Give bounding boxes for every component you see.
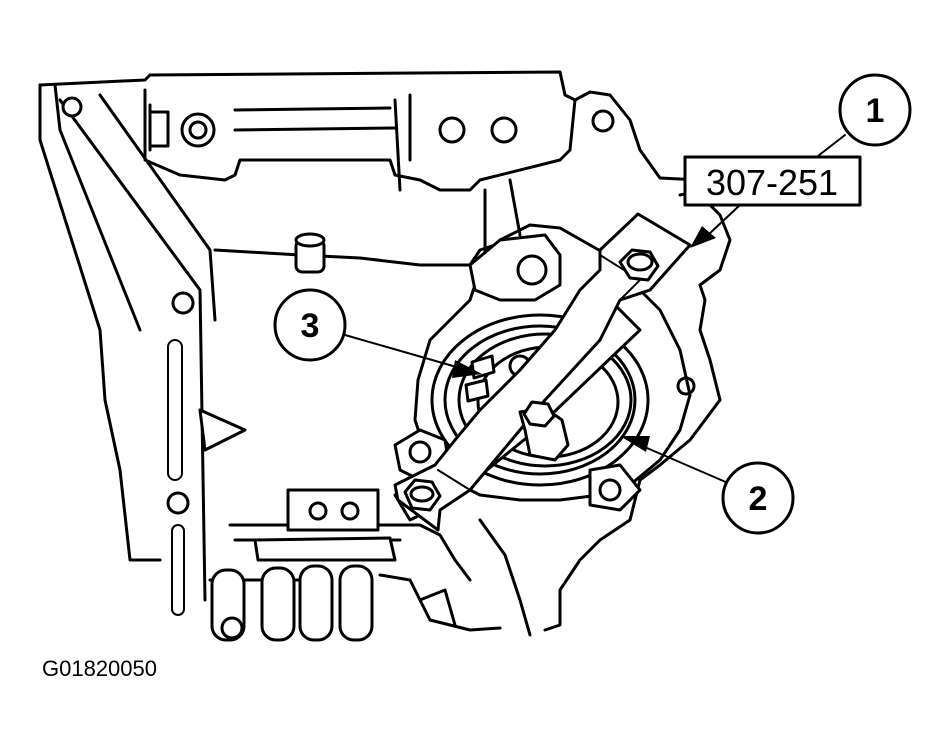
wedge bbox=[198, 408, 247, 452]
bolt-hole bbox=[591, 109, 615, 133]
bolt-hole bbox=[340, 501, 360, 521]
roller bbox=[338, 564, 374, 642]
bolt-hole bbox=[408, 440, 432, 464]
special-tool-bar bbox=[393, 212, 692, 532]
callout-1: 1 bbox=[799, 73, 912, 171]
tool-bolt-center bbox=[518, 400, 570, 462]
bolt-hole bbox=[61, 96, 83, 118]
bolt-hole bbox=[308, 501, 328, 521]
guide-block bbox=[286, 488, 380, 532]
callout-label-3: 3 bbox=[301, 307, 320, 345]
stud-top bbox=[294, 232, 326, 248]
seal-lip bbox=[443, 324, 637, 476]
key-slot bbox=[464, 378, 490, 403]
chain-guide bbox=[253, 536, 397, 562]
callout-3: 3 bbox=[273, 288, 482, 378]
engine-block bbox=[38, 70, 732, 642]
arrow-head-3 bbox=[452, 360, 482, 378]
bracket-tab bbox=[148, 110, 170, 148]
bolt-hole bbox=[438, 116, 466, 144]
bolt-hole bbox=[516, 254, 548, 286]
tool-number-box: 307-251 bbox=[683, 155, 862, 248]
seal-outer-ring bbox=[430, 313, 650, 487]
tool-number-label: 307-251 bbox=[706, 162, 838, 203]
roller bbox=[260, 566, 296, 642]
figure-code: G01820050 bbox=[42, 656, 157, 681]
arrow-head-2 bbox=[620, 436, 650, 452]
bolt-center bbox=[188, 120, 208, 140]
callout-circle-2 bbox=[721, 461, 795, 535]
bolt-hole bbox=[171, 291, 195, 315]
bolt-hole bbox=[490, 116, 518, 144]
callout-circle-1 bbox=[838, 73, 912, 147]
callout-label-1: 1 bbox=[866, 92, 885, 130]
bolt-hole bbox=[220, 616, 244, 640]
callout-label-2: 2 bbox=[749, 480, 768, 518]
tool-bolt-lower bbox=[403, 478, 442, 512]
tool-bolt-upper bbox=[618, 248, 660, 282]
callout-2: 2 bbox=[620, 436, 795, 535]
callout-circle-3 bbox=[273, 288, 347, 362]
roller bbox=[298, 564, 334, 642]
tool-number-frame bbox=[683, 155, 862, 207]
arrow-head-1 bbox=[690, 226, 716, 248]
bolt-hole bbox=[166, 491, 190, 515]
slot bbox=[171, 524, 185, 616]
slot bbox=[167, 339, 183, 481]
bolt-hole bbox=[598, 478, 622, 502]
crankshaft-seal bbox=[457, 332, 633, 468]
